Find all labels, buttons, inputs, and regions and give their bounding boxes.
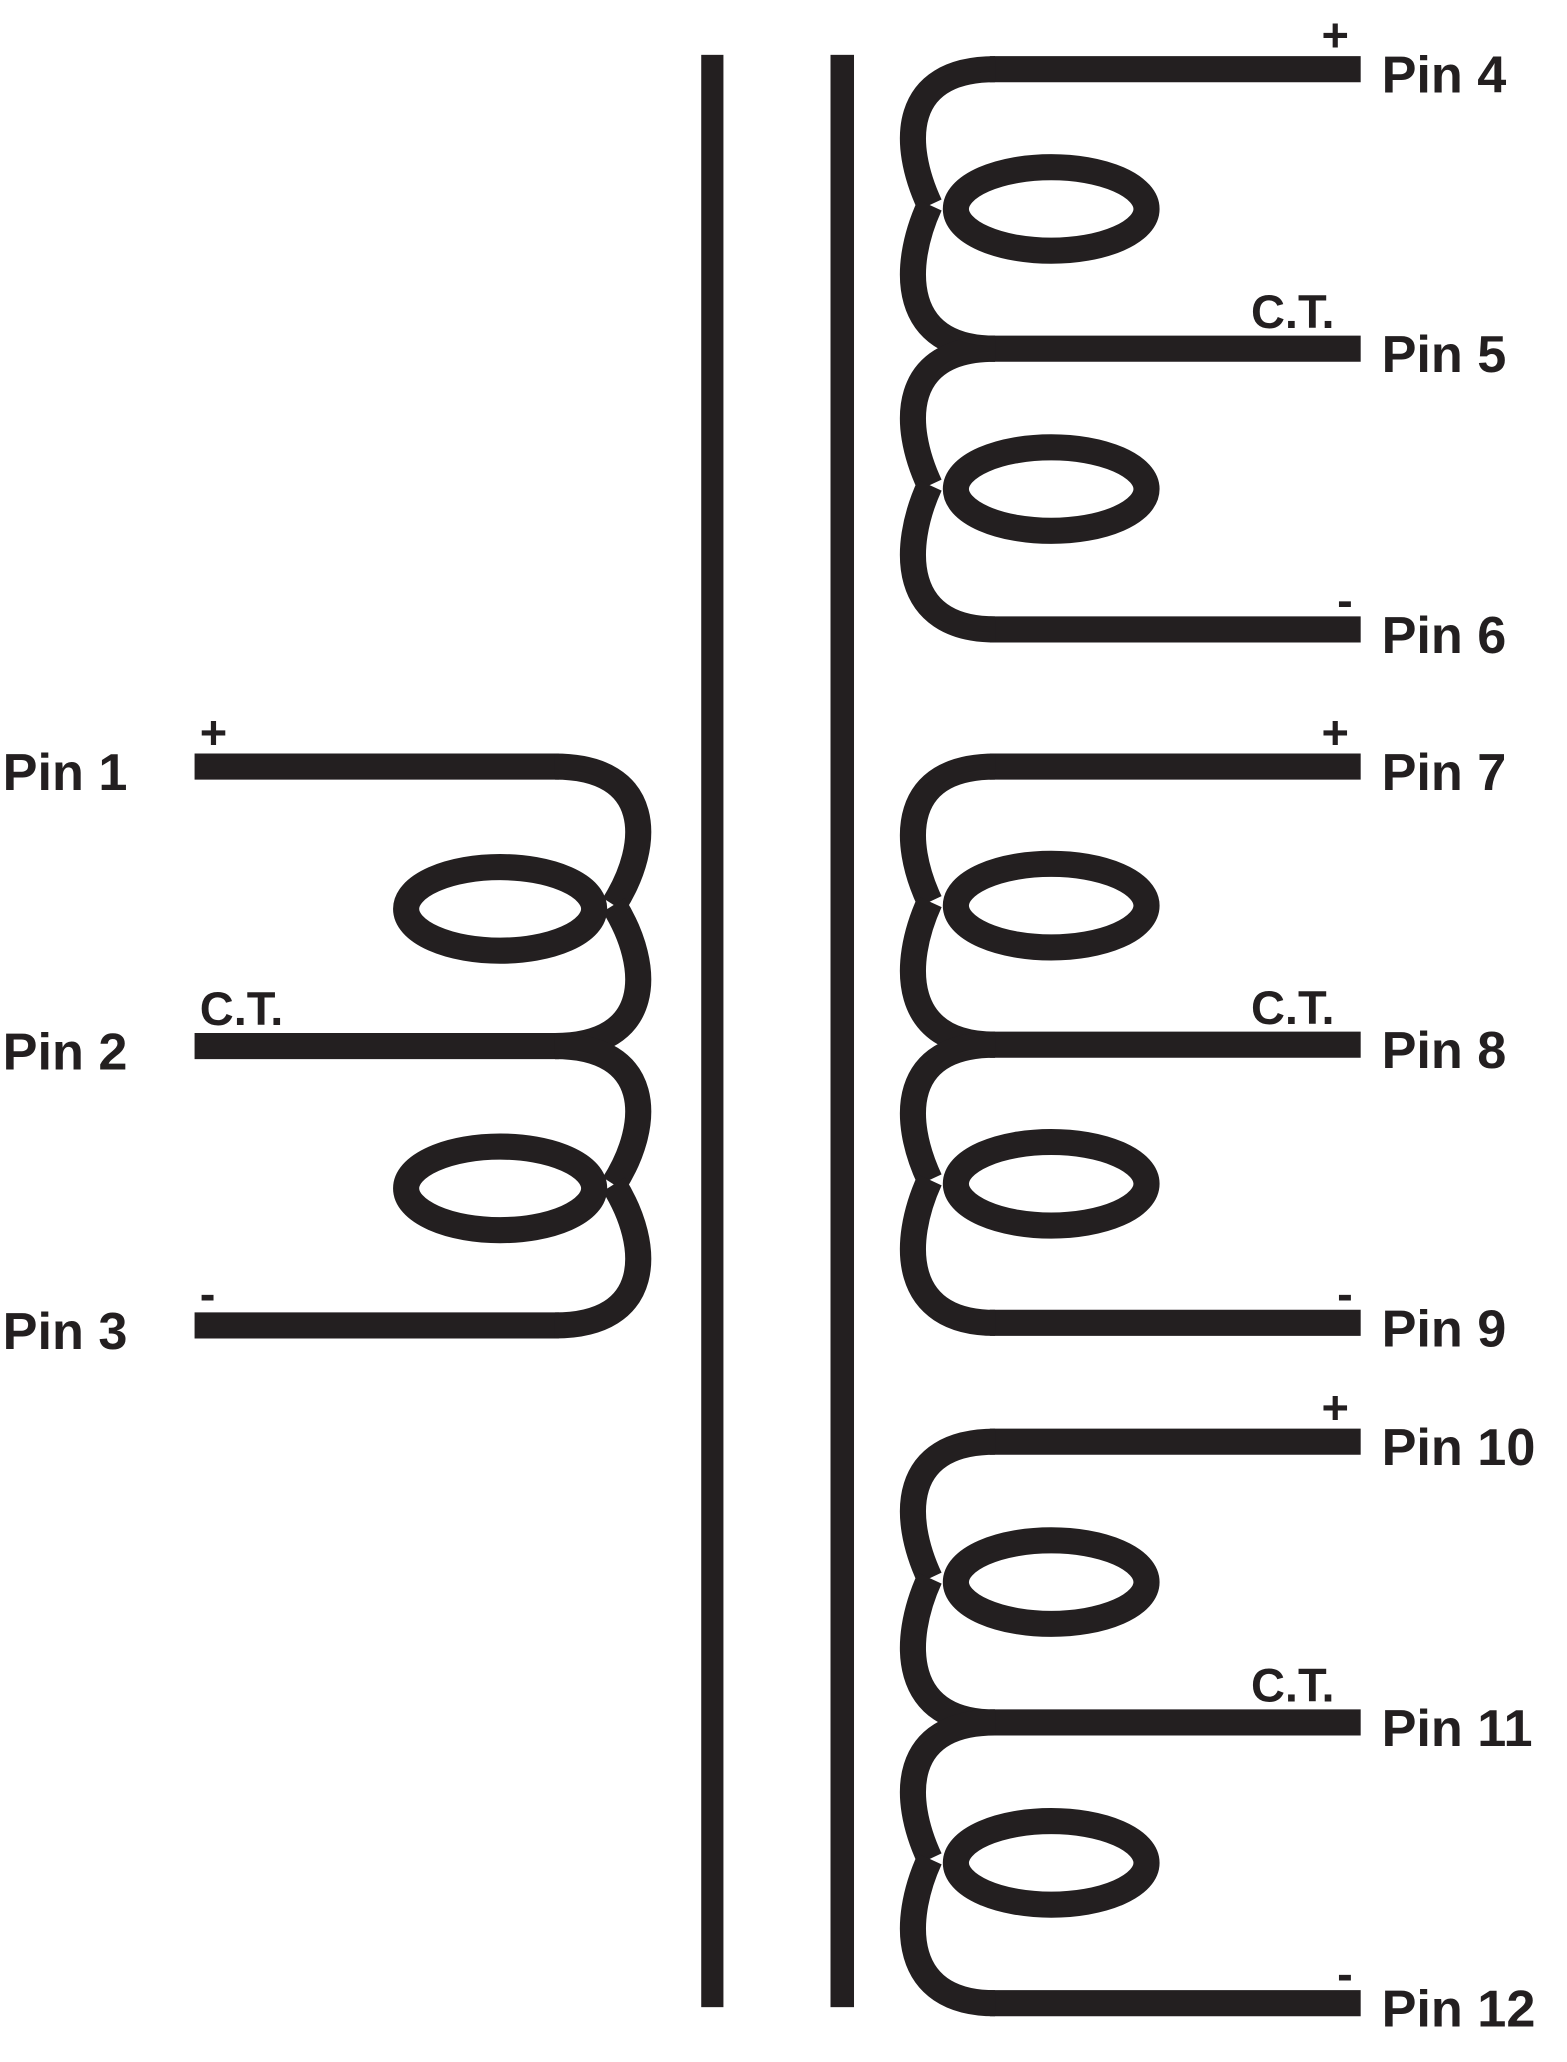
secondary-turn-arc: [899, 1428, 996, 1584]
primary-coil-loop: [393, 854, 608, 964]
secondary-turn-arc: [899, 56, 996, 211]
polarity-plus: +: [1322, 1380, 1349, 1433]
secondary-turn-arc: [899, 1709, 996, 1865]
core-bar-left: [701, 54, 724, 2008]
secondary-coil-loop: [942, 434, 1160, 544]
pin-label: Pin 5: [1382, 326, 1507, 384]
secondary-winding-2: Pin 7 + Pin 8 C.T. Pin 9-: [899, 705, 1507, 1358]
polarity-minus: -: [1337, 1947, 1353, 2000]
polarity-minus: -: [1337, 1267, 1353, 1320]
pin-label: Pin 12: [1382, 1981, 1536, 2039]
secondary-coil-loop: [942, 850, 1160, 961]
primary-winding: Pin 1 + Pin 2 C.T. Pin 3 -: [3, 705, 652, 1361]
secondary-turn-arc: [899, 753, 996, 908]
secondary-coil-loop: [942, 1808, 1160, 1918]
secondary-coil-loop: [942, 1527, 1160, 1637]
secondary-turn-arc: [899, 479, 996, 643]
core-bar-right: [830, 54, 855, 2008]
pin-label: Pin 6: [1382, 607, 1507, 665]
center-tap-label: C.T.: [1251, 285, 1335, 338]
pin-label: Pin 11: [1382, 1700, 1533, 1758]
primary-turn-arc: [554, 1177, 652, 1339]
secondary-turn-arc: [899, 1031, 996, 1186]
secondary-turn-arc: [899, 1853, 996, 2017]
pin-label: Pin 9: [1382, 1300, 1507, 1358]
polarity-plus: +: [200, 705, 227, 758]
secondary-winding-1: Pin 4 + Pin 5 C.T. Pin 6-: [899, 8, 1507, 665]
secondary-turn-arc: [899, 1174, 996, 1336]
secondary-windings: Pin 4+Pin 5C.T.Pin 6-Pin 7+Pin 8C.T.Pin …: [899, 8, 1536, 2039]
pin-label: Pin 7: [1382, 744, 1507, 802]
primary-turn-arc: [554, 1032, 652, 1192]
pin-label: Pin 2: [3, 1024, 128, 1082]
primary-turn-arc: [554, 753, 652, 913]
secondary-coil-loop: [942, 1128, 1160, 1239]
polarity-plus: +: [1322, 8, 1349, 61]
pin-label: Pin 10: [1382, 1419, 1536, 1477]
secondary-coil-loop: [942, 154, 1160, 264]
center-tap-label: C.T.: [200, 982, 284, 1035]
pin-label: Pin 4: [1382, 47, 1507, 105]
secondary-turn-arc: [899, 335, 996, 491]
primary-coil-loop: [393, 1133, 608, 1244]
polarity-plus: +: [1322, 705, 1349, 758]
polarity-minus: -: [1337, 573, 1353, 626]
pin-label: Pin 3: [3, 1303, 128, 1361]
secondary-winding-3: Pin 10 + Pin 11 C.T. Pin 12-: [899, 1380, 1536, 2039]
pin-label: Pin 1: [3, 744, 128, 802]
center-tap-label: C.T.: [1251, 1659, 1335, 1712]
center-tap-label: C.T.: [1251, 981, 1335, 1034]
polarity-minus: -: [200, 1267, 216, 1320]
pin-label: Pin 8: [1382, 1022, 1507, 1080]
